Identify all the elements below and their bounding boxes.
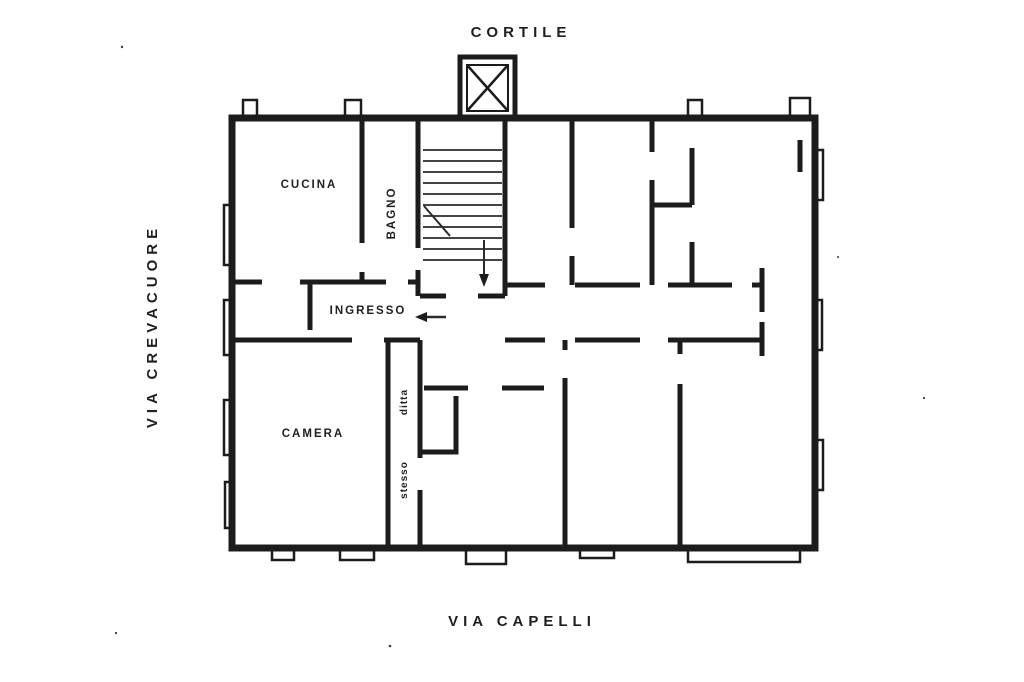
- street-label-left: VIA CREVACUORE: [144, 224, 161, 428]
- stair-break-line: [423, 205, 451, 237]
- elevator-outer-box: [457, 54, 518, 121]
- scan-speckle: [837, 256, 839, 258]
- elevator-cross: [466, 64, 509, 112]
- interior-walls: [232, 118, 803, 548]
- outer-wall: [228, 114, 819, 552]
- elevator-inner-box: [466, 64, 509, 112]
- room-label-cucina: CUCINA: [281, 179, 338, 191]
- entrance-arrow: [415, 312, 446, 322]
- room-label-ditta: ditta: [399, 389, 410, 415]
- scan-speckles: [114, 45, 926, 648]
- scan-speckle: [922, 396, 926, 400]
- staircase: [423, 149, 502, 287]
- courtyard-label: CORTILE: [471, 24, 572, 41]
- scan-speckle: [114, 631, 118, 635]
- room-label-bagno: BAGNO: [386, 187, 398, 240]
- room-label-stesso: stesso: [399, 461, 410, 499]
- scan-speckle: [388, 644, 392, 648]
- room-label-camera: CAMERA: [282, 428, 344, 440]
- entrance-arrow-head: [415, 312, 427, 322]
- room-label-ingresso: INGRESSO: [330, 305, 407, 317]
- street-label-bottom: VIA CAPELLI: [448, 613, 596, 630]
- stair-arrow-head: [479, 274, 489, 287]
- scan-speckle: [120, 45, 124, 49]
- elevator-shaft: [457, 54, 518, 121]
- stair-treads: [423, 149, 502, 261]
- exterior-notches: [222, 96, 825, 566]
